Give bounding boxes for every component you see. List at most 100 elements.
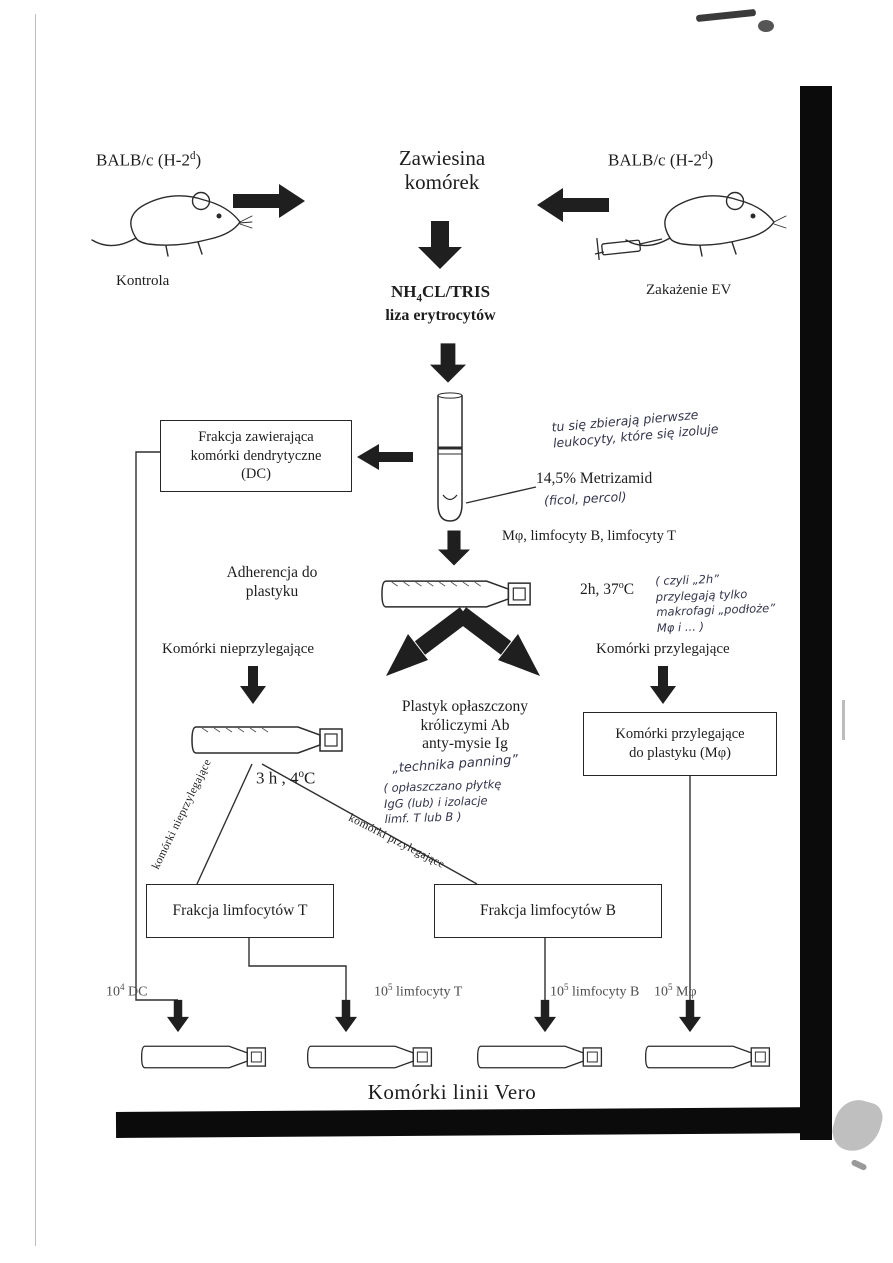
arrow-down-icon <box>418 221 462 269</box>
nonadherent-diagonal-line <box>196 763 253 885</box>
dose-cell-type: limfocyty B <box>568 984 640 1000</box>
syringe-icon <box>594 237 663 261</box>
b-box-label: Frakcja limfocytów B <box>479 901 617 919</box>
condition-unit: C <box>304 768 316 788</box>
arrow-down-icon <box>534 999 556 1033</box>
mouse-infected-caption: Zakażenie EV <box>646 282 732 298</box>
lysis-line2: liza erytrocytów <box>385 306 496 324</box>
dc-box-line3: (DC) <box>241 466 271 483</box>
condition-unit: C <box>623 581 635 599</box>
dose-label-t: 105 limfocyty T <box>374 982 462 1001</box>
dose-label-b: 105 limfocyty B <box>550 982 639 1001</box>
cells-after-gradient-label: Mφ, limfocyty B, limfocyty T <box>502 528 677 544</box>
panning-line3: anty-mysie Ig <box>422 735 508 753</box>
adherence-condition: 2h, 37oC <box>580 580 634 600</box>
culture-flask-illustration <box>191 726 343 754</box>
mouse-control-caption: Kontrola <box>116 273 170 289</box>
adherence-line1: Adherencja do <box>226 564 318 581</box>
strain-text-close: ) <box>707 150 714 170</box>
dose-exponent: 5 <box>564 982 569 992</box>
strain-superscript: d <box>189 150 196 162</box>
dose-exponent: 5 <box>388 982 393 992</box>
panning-plastic-label: Plastyk opłaszczony króliczymi Ab anty-m… <box>376 698 554 754</box>
arrow-down-icon <box>679 999 701 1033</box>
arrow-right-icon <box>233 184 305 218</box>
scan-speck-2 <box>842 700 845 740</box>
panning-condition: 3 h , 4oC <box>256 768 315 789</box>
strain-superscript: d <box>701 150 708 162</box>
arrow-down-icon <box>167 999 189 1033</box>
dose-label-mphi: 105 Mφ <box>654 982 697 1001</box>
strain-text-close: ) <box>195 150 202 170</box>
macrophage-box: Komórki przylegające do plastyku (Mφ) <box>583 712 777 776</box>
vero-flask-illustration <box>306 1045 433 1069</box>
test-tube-illustration <box>437 392 463 522</box>
lysis-line1: NH4CL/TRIS <box>358 282 523 306</box>
adherence-label: Adherencja do plastyku <box>198 564 346 601</box>
lysis-subscript: 4 <box>416 292 422 305</box>
strain-text: BALB/c (H-2 <box>96 150 190 170</box>
panning-line2: króliczymi Ab <box>420 716 510 734</box>
culture-flask-illustration <box>381 580 531 608</box>
cell-suspension-line1: Zawiesina <box>398 146 486 170</box>
arrow-down-icon <box>650 666 676 704</box>
tbox-to-flask2-line <box>248 938 347 1004</box>
panning-line1: Plastyk opłaszczony <box>401 698 529 715</box>
strain-label-right: BALB/c (H-2d) <box>608 150 713 171</box>
scan-top-smudge-2 <box>758 20 774 32</box>
mouse-infected-illustration <box>594 191 787 261</box>
vero-flask-illustration <box>140 1045 267 1069</box>
mouse-control-illustration <box>91 191 253 257</box>
vero-cells-label: Komórki linii Vero <box>367 1080 537 1104</box>
dc-to-flask1-line <box>135 451 178 1001</box>
arrow-down-icon <box>438 530 470 566</box>
lysis-text-2: CL/TRIS <box>422 282 491 301</box>
strain-text: BALB/c (H-2 <box>608 150 702 170</box>
dose-base: 10 <box>106 984 120 1000</box>
cell-suspension-title: Zawiesina komórek <box>352 146 532 194</box>
dose-cell-type: limfocyty T <box>392 984 463 1000</box>
arrow-down-icon <box>335 999 357 1033</box>
cell-suspension-line2: komórek <box>404 170 480 195</box>
condition-text: 3 h , 4 <box>256 768 299 788</box>
dose-cell-type: DC <box>124 984 148 1000</box>
arrow-left-icon <box>357 444 413 470</box>
adherence-handwritten-note: ( czyli „2h” przylegają tylko makrofagi … <box>655 566 889 636</box>
dose-label-dc: 104 DC <box>106 982 148 1001</box>
metrizamid-pointer-line <box>465 486 537 504</box>
adherent-cells-label: Komórki przylegające <box>596 641 730 657</box>
dc-box-line2: komórki dendrytyczne <box>190 447 322 464</box>
dose-base: 10 <box>654 984 668 1000</box>
arrow-down-icon <box>430 343 466 383</box>
dc-box-line1: Frakcja zawierająca <box>198 428 314 445</box>
macrophage-box-line1: Komórki przylegające <box>615 726 745 743</box>
dose-cell-type: Mφ <box>672 984 697 1000</box>
b-lymphocyte-fraction-box: Frakcja limfocytów B <box>434 884 662 938</box>
dose-base: 10 <box>550 984 564 1000</box>
degree-superscript: o <box>298 768 305 780</box>
vero-flask-illustration <box>644 1045 771 1069</box>
adherent-diagonal-line <box>261 763 478 885</box>
dose-exponent: 5 <box>668 982 673 992</box>
nonadherent-cells-label: Komórki nieprzylegające <box>162 641 315 657</box>
degree-superscript: o <box>618 580 624 591</box>
scan-right-black-bar <box>800 86 832 1140</box>
dc-fraction-box: Frakcja zawierająca komórki dendrytyczne… <box>160 420 352 492</box>
panning-handwritten-note: ( opłaszczano płytkę IgG (lub) i izolacj… <box>383 775 560 828</box>
lysis-label: NH4CL/TRIS liza erytrocytów <box>358 282 523 325</box>
t-lymphocyte-fraction-box: Frakcja limfocytów T <box>146 884 334 938</box>
vero-flask-illustration <box>476 1045 603 1069</box>
macrophage-box-line2: do plastyku (Mφ) <box>629 745 731 761</box>
scan-left-edge-line <box>35 14 36 1246</box>
adherence-line2: plastyku <box>245 582 299 600</box>
condition-text: 2h, 37 <box>580 581 619 599</box>
arrow-down-icon <box>240 666 266 704</box>
strain-label-left: BALB/c (H-2d) <box>96 150 201 171</box>
dose-exponent: 4 <box>120 982 125 992</box>
split-arrows-icon <box>386 607 540 676</box>
dose-base: 10 <box>374 984 388 1000</box>
arrow-left-icon <box>537 188 609 222</box>
t-box-label: Frakcja limfocytów T <box>172 901 308 919</box>
